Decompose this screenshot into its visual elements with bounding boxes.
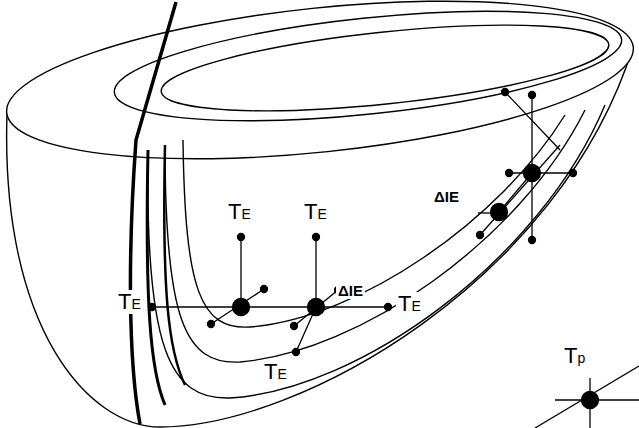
variable-label: ΔIE: [432, 188, 461, 205]
variable-label: TE: [226, 200, 253, 224]
variable-label: TE: [116, 290, 143, 314]
variable-label: TE: [302, 200, 329, 224]
variable-label: ΔIE: [336, 282, 365, 299]
variable-label: TE: [396, 292, 423, 316]
variable-label: TE: [262, 360, 289, 384]
variable-label: Tp: [562, 344, 587, 368]
